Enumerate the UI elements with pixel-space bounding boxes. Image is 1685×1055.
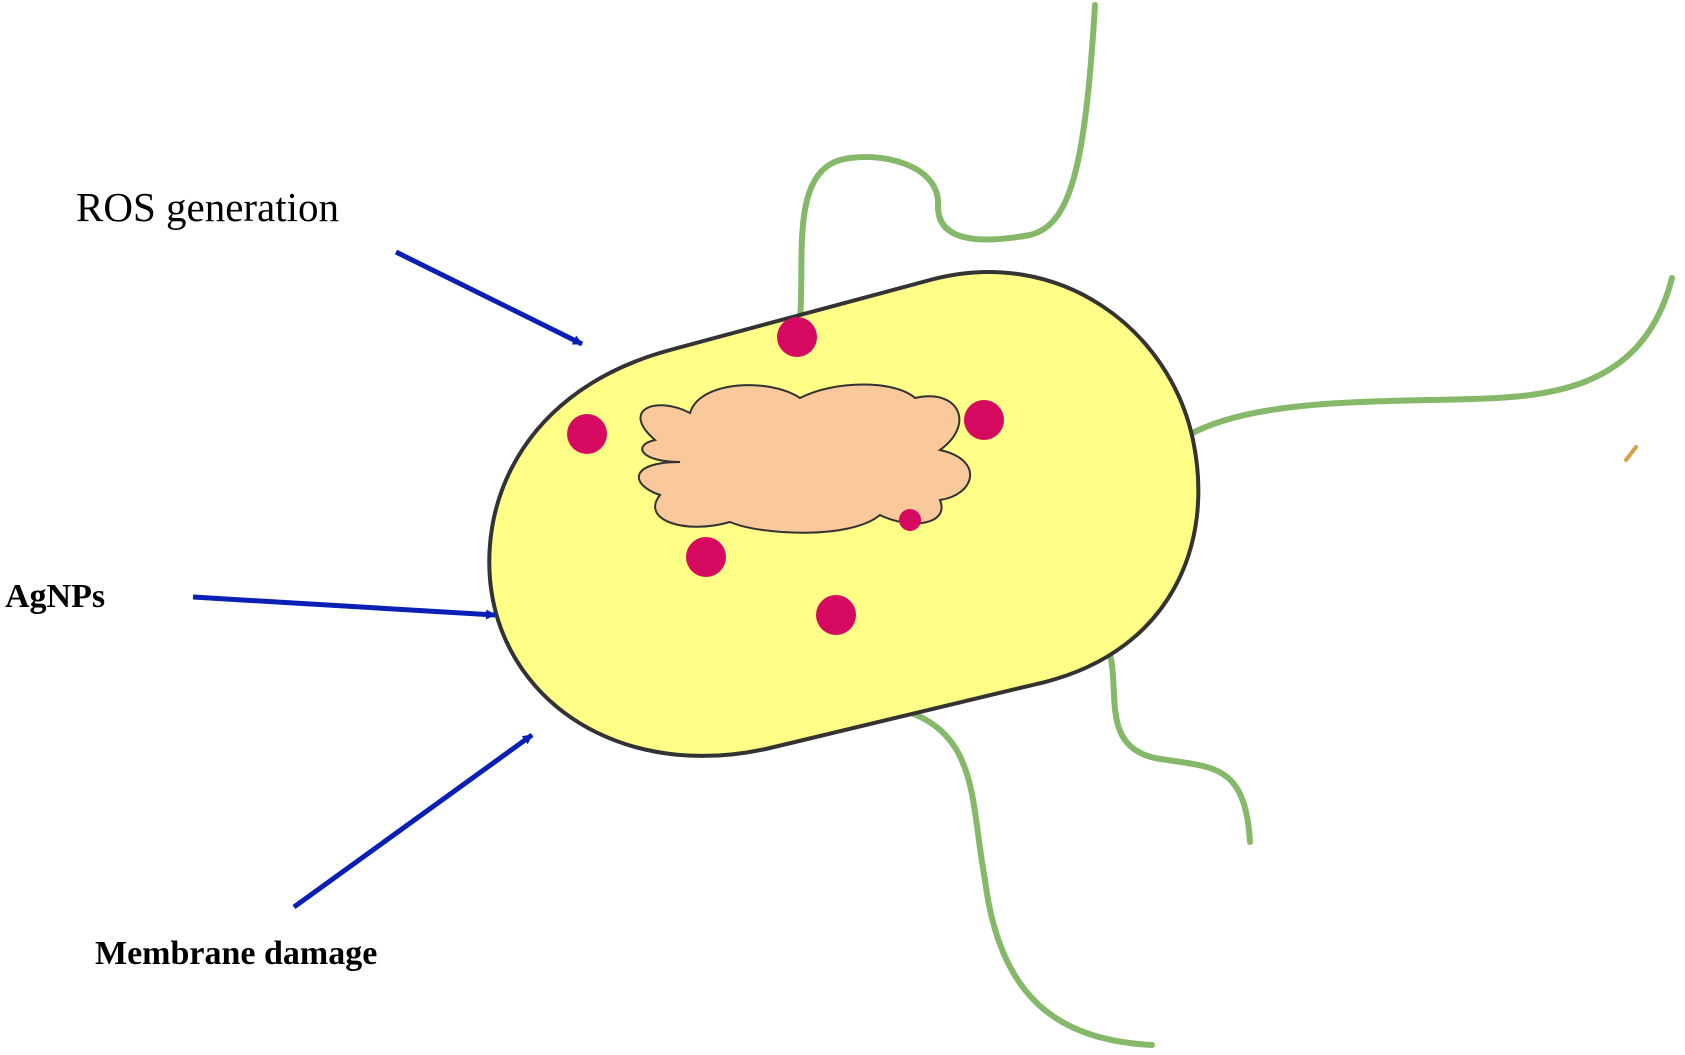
nanoparticle: [964, 400, 1004, 440]
flagellum-lower-right: [1102, 637, 1253, 845]
flagellum-bottom: [893, 705, 1155, 1048]
nanoparticles: [567, 317, 1004, 635]
nanoparticle: [567, 414, 607, 454]
nanoparticle: [816, 595, 856, 635]
flagellum-right: [1182, 275, 1675, 440]
nanoparticle: [777, 317, 817, 357]
arrow-membrane: [292, 732, 534, 910]
arrow-ros: [394, 249, 584, 347]
nanoparticle-small: [899, 509, 921, 531]
speck-mark: [1624, 445, 1638, 462]
flagellum-top: [797, 2, 1098, 323]
nanoparticle: [686, 537, 726, 577]
membrane-damage-label: Membrane damage: [95, 935, 378, 972]
nucleoid-cloud: [637, 383, 972, 534]
arrow-agnps: [192, 594, 496, 620]
ros-generation-label: ROS generation: [76, 184, 340, 230]
arrows: [192, 249, 584, 910]
flagella: [797, 2, 1675, 1048]
agnps-label: AgNPs: [5, 578, 106, 615]
